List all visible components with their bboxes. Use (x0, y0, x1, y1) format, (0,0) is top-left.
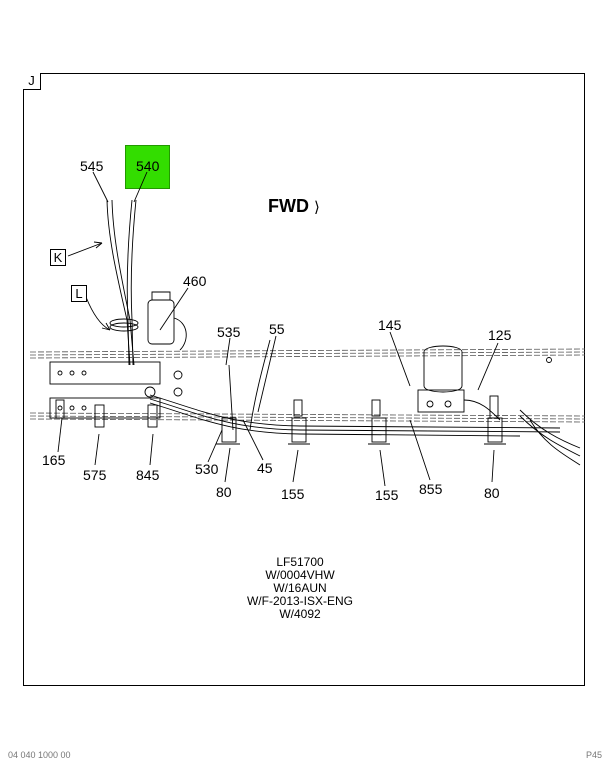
view-ref-l[interactable]: L (71, 285, 87, 302)
callout-155-right[interactable]: 155 (375, 487, 399, 503)
footer-right: P45 (586, 750, 603, 760)
callout-460[interactable]: 460 (183, 273, 207, 289)
callout-45[interactable]: 45 (257, 460, 273, 476)
diagram-frame (23, 73, 585, 686)
note-line: W/0004VHW (265, 568, 335, 582)
note-line: W/F-2013-ISX-ENG (246, 594, 354, 608)
forward-direction-label: FWD ⟩ (268, 196, 320, 218)
highlighted-part-box[interactable] (125, 145, 170, 189)
callout-125[interactable]: 125 (488, 327, 512, 343)
note-line: W/4092 (279, 607, 321, 621)
callout-145[interactable]: 145 (378, 317, 402, 333)
note-line: LF51700 (276, 555, 324, 569)
note-line: W/16AUN (273, 581, 327, 595)
footer-left: 04 040 1000 00 (8, 750, 71, 760)
callout-165[interactable]: 165 (42, 452, 66, 468)
clip-mounts (216, 399, 506, 445)
callout-540[interactable]: 540 (136, 158, 160, 174)
forward-arrow-icon: ⟩ (314, 199, 320, 216)
callout-80-right[interactable]: 80 (484, 485, 500, 501)
callout-55[interactable]: 55 (269, 321, 285, 337)
callout-155-left[interactable]: 155 (281, 486, 305, 502)
callout-845[interactable]: 845 (136, 467, 160, 483)
callout-575[interactable]: 575 (83, 467, 107, 483)
callout-855[interactable]: 855 (419, 481, 443, 497)
callout-80-left[interactable]: 80 (216, 484, 232, 500)
callout-530[interactable]: 530 (195, 461, 219, 477)
frame-rail (29, 348, 586, 423)
view-ref-k[interactable]: K (50, 249, 66, 266)
fwd-text: FWD (268, 196, 309, 216)
callout-535[interactable]: 535 (217, 324, 241, 340)
applicability-notes: LF51700 W/0004VHW W/16AUN W/F-2013-ISX-E… (200, 556, 400, 621)
sheet-tag: J (23, 73, 41, 90)
callout-545[interactable]: 545 (80, 158, 104, 174)
